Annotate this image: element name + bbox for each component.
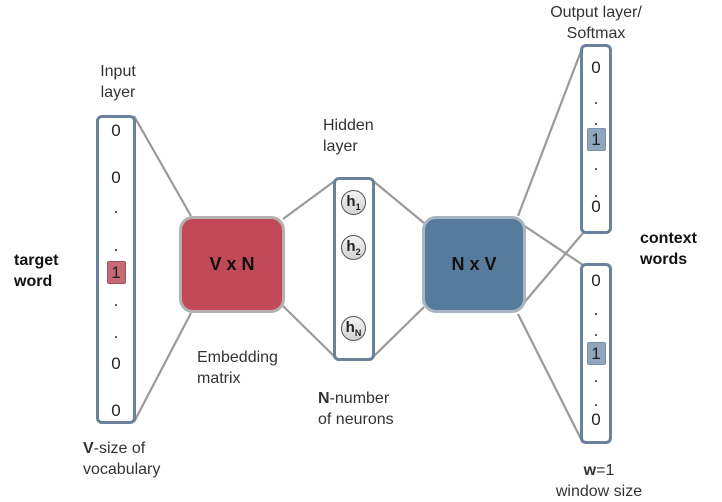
- inVec-cell: 0: [111, 401, 121, 420]
- inVec-cell: 1: [99, 261, 133, 284]
- hidden-title-line1: Hidden: [323, 117, 374, 134]
- outVec1-cell: 0: [591, 58, 601, 77]
- embedding-caption-line2: matrix: [197, 370, 241, 387]
- outVec1-cell: 0: [591, 197, 601, 216]
- neuron-h1: h1: [341, 190, 366, 215]
- outVec1-cell: .: [593, 155, 599, 174]
- outVec2-cell: 0: [591, 271, 601, 290]
- outVec2-cell: .: [593, 391, 599, 410]
- neurons-count-line2: of neurons: [318, 411, 394, 428]
- outVec1-cell: .: [593, 89, 599, 108]
- inVec-cell: .: [113, 323, 119, 342]
- output-vector-2: 0..1..0: [580, 263, 612, 444]
- inVec-cell: 0: [111, 168, 121, 187]
- input-title-line1: Input: [100, 63, 136, 80]
- embedding-matrix: V x N: [179, 216, 285, 313]
- inVec-cell: 0: [111, 354, 121, 373]
- inVec-cell: .: [113, 291, 119, 310]
- output-vector-1: 0..1..0: [580, 44, 612, 234]
- outVec2-cell: 1: [583, 342, 609, 365]
- window-size-text: =1: [596, 462, 615, 479]
- output-title-line2: Softmax: [566, 25, 626, 42]
- output-title-line1: Output layer/: [550, 4, 642, 21]
- embedding-caption-line1: Embedding: [197, 349, 278, 366]
- one-hot-value: 1: [586, 128, 606, 151]
- output-matrix: N x V: [422, 216, 526, 313]
- input-layer-title: Input layer: [88, 61, 148, 103]
- input-title-line2: layer: [100, 84, 136, 101]
- input-vector: 0 0.. 1.. 0 0: [96, 115, 136, 424]
- line-hidden-bottom: [371, 306, 425, 359]
- line-out-2b: [517, 313, 584, 444]
- line-input-top: [133, 115, 192, 217]
- line-hidden-top: [371, 179, 425, 224]
- target-word-label: target word: [14, 250, 58, 292]
- one-hot-value: 1: [106, 261, 126, 284]
- target-word-line1: target: [14, 252, 59, 269]
- vocab-size-label: V-size of vocabulary: [83, 438, 160, 480]
- context-words-label: context words: [640, 228, 697, 270]
- neurons-count-symbol: N: [318, 390, 330, 407]
- outVec2-cell: .: [593, 367, 599, 386]
- neuron-h2: h2: [341, 235, 366, 260]
- vocab-size-text: -size of: [93, 440, 146, 457]
- window-size-symbol: w: [583, 462, 597, 479]
- context-words-line1: context: [640, 230, 697, 247]
- line-input-bottom: [133, 312, 192, 423]
- inVec-cell: .: [113, 236, 119, 255]
- hidden-layer-box: h1 h2 hN: [333, 177, 375, 361]
- outVec1-cell: 1: [583, 128, 609, 151]
- context-words-line2: words: [640, 251, 688, 268]
- hidden-layer-title: Hidden layer: [323, 115, 374, 157]
- embedding-caption: Embedding matrix: [197, 347, 278, 389]
- embedding-matrix-label: V x N: [209, 254, 255, 274]
- neurons-count-label: N-number of neurons: [318, 388, 394, 430]
- line-out-2a: [522, 224, 584, 266]
- outVec1-cell: .: [593, 110, 599, 129]
- inVec-cell: .: [113, 198, 119, 217]
- outVec2-cell: .: [593, 300, 599, 319]
- line-emb-top: [282, 179, 337, 220]
- outVec2-cell: .: [593, 321, 599, 340]
- window-size-line2: window size: [555, 483, 643, 500]
- neurons-count-text: -number: [329, 390, 390, 407]
- inVec-cell: 0: [111, 121, 121, 140]
- neuron-hN: hN: [341, 316, 366, 341]
- vocab-size-symbol: V: [83, 440, 94, 457]
- line-out-1b: [522, 232, 584, 305]
- outVec1-cell: .: [593, 182, 599, 201]
- one-hot-value: 1: [586, 342, 606, 365]
- line-out-1a: [516, 45, 585, 217]
- vocab-size-line2: vocabulary: [83, 461, 161, 478]
- window-size-label: w=1 window size: [540, 460, 658, 502]
- output-matrix-label: N x V: [451, 254, 497, 274]
- hidden-title-line2: layer: [323, 138, 358, 155]
- target-word-line2: word: [14, 273, 53, 290]
- outVec2-cell: 0: [591, 410, 601, 429]
- output-layer-title: Output layer/ Softmax: [536, 2, 656, 44]
- line-emb-bottom: [282, 305, 337, 359]
